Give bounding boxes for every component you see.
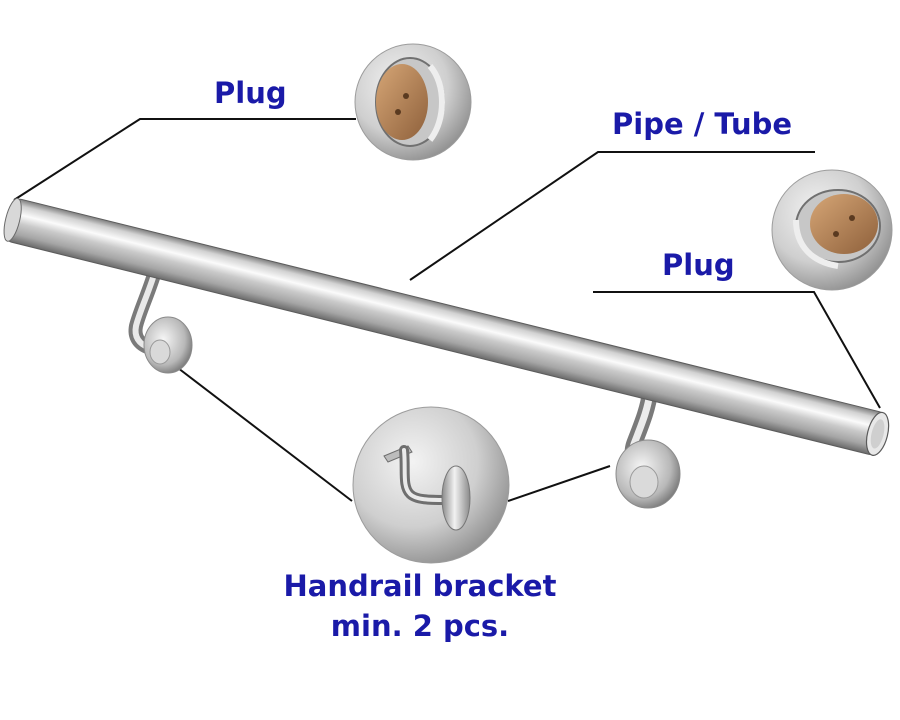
leader-line-pipe [409, 151, 815, 281]
label-plug-right: Plug [662, 248, 735, 282]
leader-line-bracket-right [507, 465, 611, 502]
plug-detail-left [354, 43, 472, 161]
bracket-detail [352, 406, 510, 564]
leader-line-plug-left [13, 118, 356, 201]
label-bracket-line2: min. 2 pcs. [330, 609, 510, 643]
label-pipe-tube: Pipe / Tube [612, 107, 793, 141]
handrail-pipe [3, 197, 890, 456]
plug-detail-right [771, 169, 893, 291]
leader-line-plug-right [593, 291, 881, 409]
label-plug-left: Plug [214, 76, 287, 110]
leader-line-bracket-left [177, 367, 353, 502]
label-bracket-line1: Handrail bracket [283, 569, 557, 603]
label-handrail-bracket: Handrail bracket min. 2 pcs. [200, 566, 640, 646]
leader-lines [13, 118, 881, 502]
